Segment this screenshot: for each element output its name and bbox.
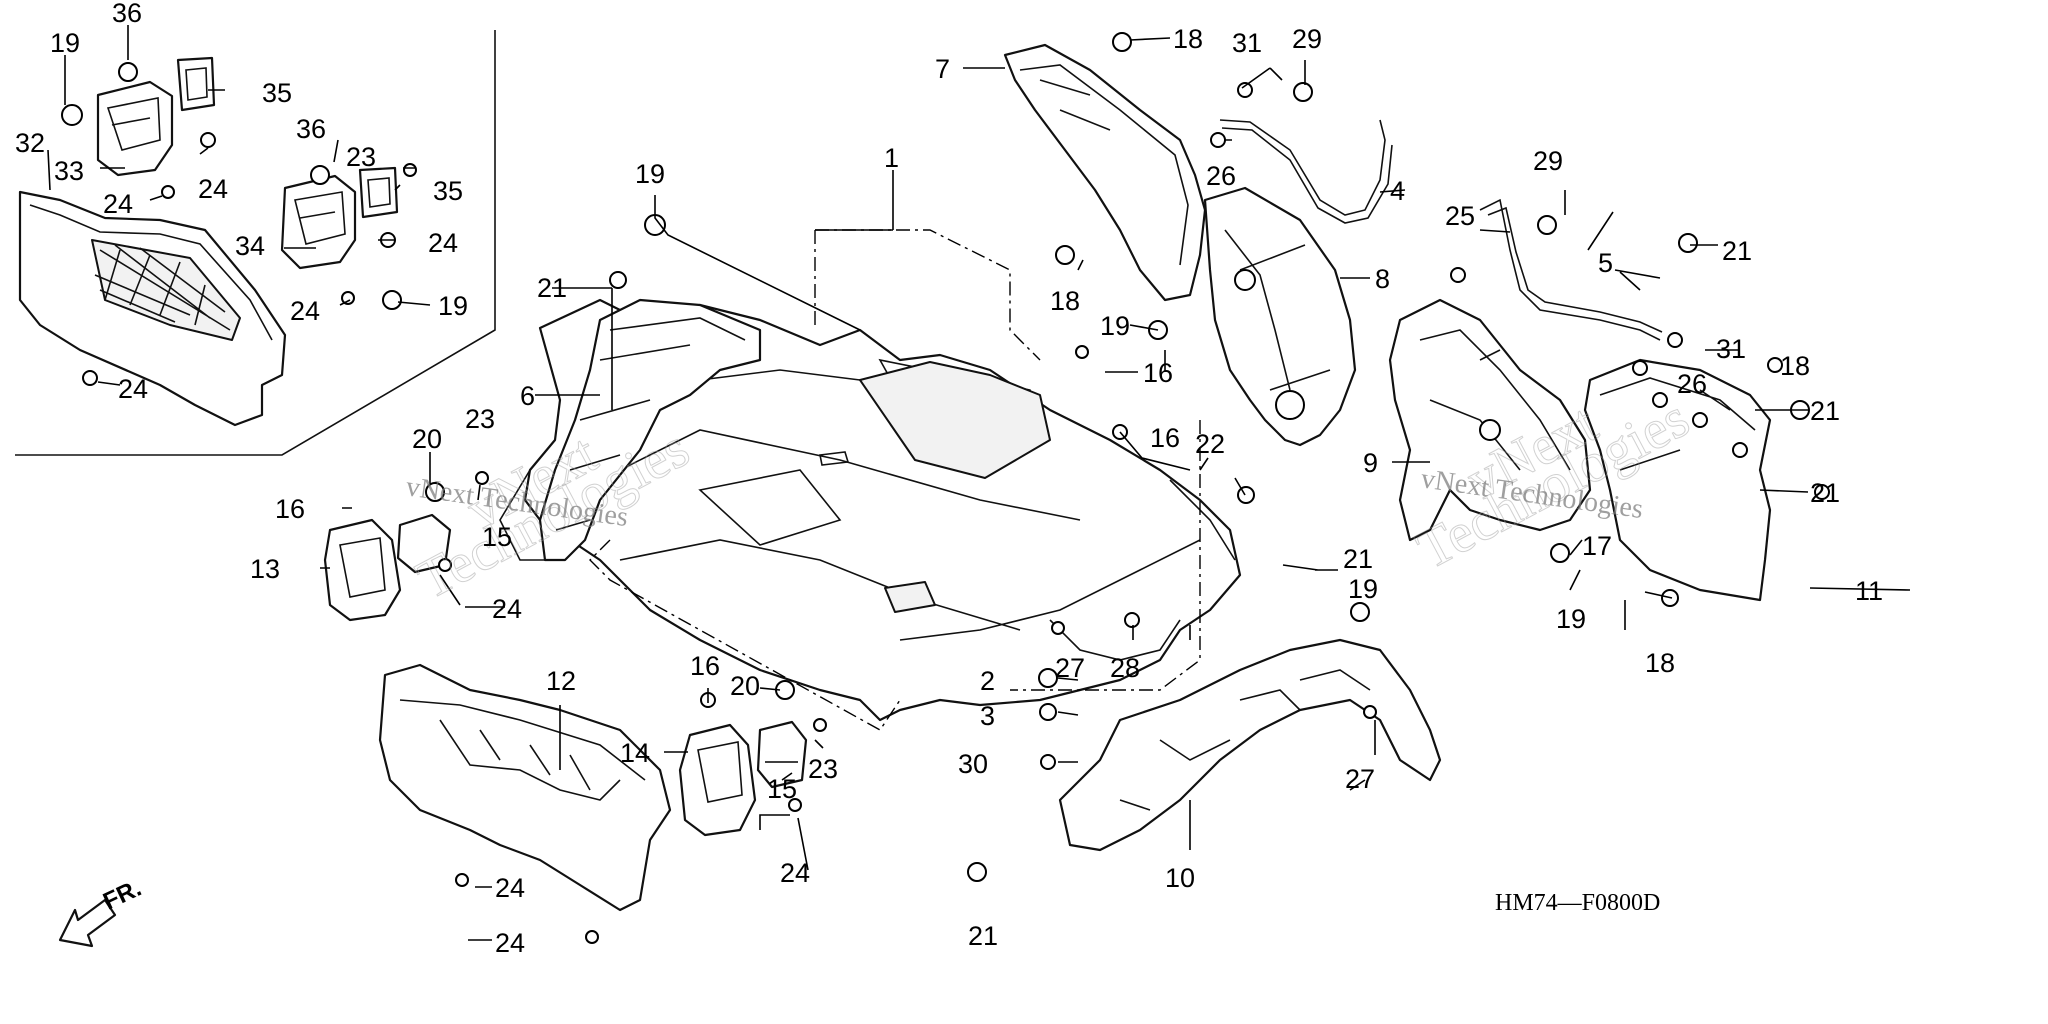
callout: 24 <box>495 873 525 903</box>
callout: 4 <box>1390 176 1405 206</box>
callout: 19 <box>1348 574 1378 604</box>
callout: 3 <box>980 701 995 731</box>
fender-cover-11 <box>1583 358 1772 602</box>
mud-guard-8 <box>1203 186 1357 447</box>
callout: 26 <box>1677 369 1707 399</box>
callout: 17 <box>1582 531 1612 561</box>
callout: 21 <box>1810 396 1840 426</box>
assembly-outline <box>589 229 1201 731</box>
callout: 24 <box>495 928 525 958</box>
callout: 24 <box>780 858 810 888</box>
rubber-cap-35b <box>358 166 399 219</box>
hardware <box>61 32 1830 944</box>
callout: 21 <box>1722 236 1752 266</box>
callout: 31 <box>1232 28 1262 58</box>
callout: 29 <box>1292 24 1322 54</box>
callout: 35 <box>262 78 292 108</box>
callout: 16 <box>275 494 305 524</box>
callout: 24 <box>290 296 320 326</box>
grille-bumper-32 <box>18 190 287 427</box>
callout: 18 <box>1645 648 1675 678</box>
callout: 22 <box>1195 429 1225 459</box>
front-direction-arrow <box>58 898 117 948</box>
callout: 21 <box>968 921 998 951</box>
callout: 24 <box>492 594 522 624</box>
callout-labels: 19 36 35 32 33 24 24 24 36 23 35 34 24 2… <box>15 0 1883 958</box>
callout: 31 <box>1716 334 1746 364</box>
rubber-cap-35a <box>176 56 216 112</box>
callout: 36 <box>112 0 142 28</box>
callout: 5 <box>1598 248 1613 278</box>
callout: 26 <box>1206 161 1236 191</box>
callout: 18 <box>1173 24 1203 54</box>
rear-panel-12 <box>378 663 672 912</box>
bracket-14 <box>678 723 757 837</box>
callout: 20 <box>730 671 760 701</box>
callout: 20 <box>412 424 442 454</box>
callout: 9 <box>1363 448 1378 478</box>
stay-rod-5 <box>1479 198 1663 341</box>
callout: 21 <box>537 273 567 303</box>
callout: 18 <box>1050 286 1080 316</box>
callout: 1 <box>884 143 899 173</box>
callout: 33 <box>54 156 84 186</box>
callout: 19 <box>438 291 468 321</box>
inset-panel <box>15 30 496 456</box>
callout: 23 <box>808 754 838 784</box>
callout: 27 <box>1055 653 1085 683</box>
leader-lines <box>47 25 1911 941</box>
callout: 15 <box>767 774 797 804</box>
bracket-13 <box>323 518 402 622</box>
callout: 13 <box>250 554 280 584</box>
callout: 30 <box>958 749 988 779</box>
callout: 25 <box>1445 201 1475 231</box>
callout: 12 <box>546 666 576 696</box>
callout: 16 <box>1143 358 1173 388</box>
callout: 19 <box>635 159 665 189</box>
side-panel-7 <box>1003 43 1207 302</box>
fender-flap-6 <box>538 298 762 562</box>
callout: 15 <box>482 522 512 552</box>
callout: 27 <box>1345 764 1375 794</box>
callout: 10 <box>1165 863 1195 893</box>
callout: 19 <box>1556 604 1586 634</box>
callout: 19 <box>50 28 80 58</box>
callout: 29 <box>1533 146 1563 176</box>
callout: 32 <box>15 128 45 158</box>
stay-rod-4 <box>1219 119 1393 224</box>
callout: 7 <box>935 54 950 84</box>
block-15b <box>756 720 808 789</box>
callout: 11 <box>1855 576 1883 606</box>
callout: 16 <box>690 651 720 681</box>
callout: 18 <box>1780 351 1810 381</box>
front-fender-1 <box>499 298 1242 722</box>
callout: 24 <box>198 174 228 204</box>
side-step-10 <box>1058 638 1442 852</box>
inner-panel-9 <box>1388 298 1592 542</box>
callout: 14 <box>620 738 650 768</box>
callout: 28 <box>1110 653 1140 683</box>
callout: 23 <box>465 404 495 434</box>
diagram-code: HM74—F0800D <box>1495 890 1660 916</box>
bracket-33 <box>96 80 174 177</box>
callout: 6 <box>520 381 535 411</box>
callout: 36 <box>296 114 326 144</box>
callout: 23 <box>346 142 376 172</box>
callout: 24 <box>103 189 133 219</box>
callout: 8 <box>1375 264 1390 294</box>
callout: 34 <box>235 231 265 261</box>
callout: 24 <box>118 374 148 404</box>
callout: 35 <box>433 176 463 206</box>
bracket-34 <box>280 174 357 270</box>
callout: 21 <box>1343 544 1373 574</box>
callout: 19 <box>1100 311 1130 341</box>
callout: 16 <box>1150 423 1180 453</box>
callout: 21 <box>1810 478 1840 508</box>
callout: 24 <box>428 228 458 258</box>
callout: 2 <box>980 666 995 696</box>
